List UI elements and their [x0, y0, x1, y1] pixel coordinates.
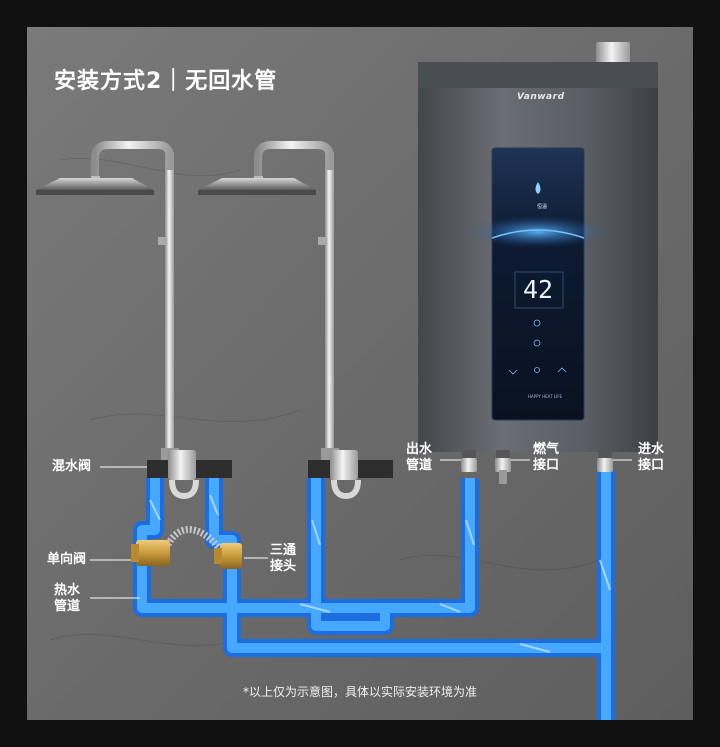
label-inlet-port-line-2: 接口: [638, 458, 665, 473]
label-inlet-port: 进水 接口: [638, 442, 664, 474]
display-temperature: 42: [522, 275, 554, 304]
disclaimer: *以上仅为示意图，具体以实际安装环境为准: [242, 685, 477, 699]
display-mode: 恒温: [536, 204, 547, 210]
water-pipes: [133, 470, 615, 720]
mixing-valve-left: [147, 450, 232, 500]
mixing-valve-right: [308, 450, 393, 500]
label-tee-joint-line-1: 三通: [270, 543, 297, 558]
label-gas-port-line-2: 接口: [533, 458, 560, 473]
label-check-valve: 单向阀: [47, 552, 87, 567]
label-mixing-valve: 混水阀: [52, 459, 92, 474]
check-valve: [131, 540, 170, 566]
label-hot-pipe: 热水 管道: [54, 583, 80, 615]
leader-lines: [90, 459, 632, 599]
label-hot-pipe-line-1: 热水: [54, 583, 81, 598]
label-outlet-pipe-line-1: 出水: [406, 442, 433, 457]
label-gas-port-line-1: 燃气: [533, 442, 560, 457]
water-heater: [418, 42, 658, 484]
label-hot-pipe-line-2: 管道: [54, 599, 81, 614]
brand-logo-text: Vanward: [517, 92, 565, 102]
label-inlet-port-line-1: 进水: [638, 442, 665, 457]
shower-left: [36, 141, 179, 466]
page-title: 安装方式2｜无回水管: [54, 69, 278, 94]
tee-joint: [214, 543, 242, 569]
label-tee-joint: 三通 接头: [270, 543, 296, 575]
label-gas-port: 燃气 接口: [533, 442, 559, 474]
label-outlet-pipe-line-2: 管道: [406, 458, 433, 473]
display-footer: HAPPY HEAT LIFE: [527, 394, 563, 399]
label-tee-joint-line-2: 接头: [270, 559, 297, 574]
label-outlet-pipe: 出水 管道: [406, 442, 432, 474]
